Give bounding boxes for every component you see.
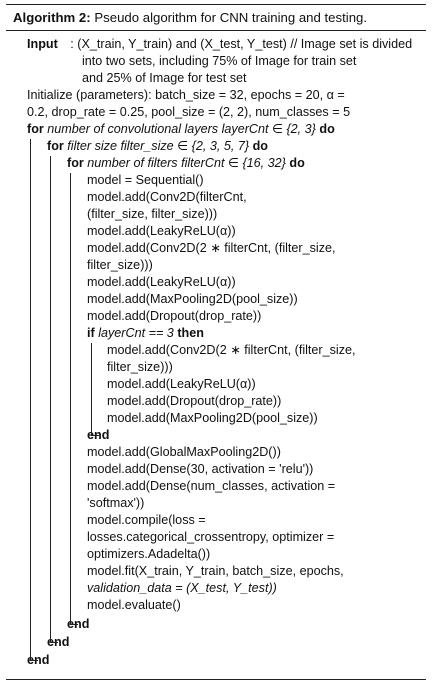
tail-line: losses.categorical_crossentropy, optimiz…: [87, 530, 335, 544]
if-block-foot: [91, 435, 99, 436]
input-line-3: and 25% of Image for test set: [82, 71, 247, 85]
if-keyword: if: [87, 326, 95, 340]
caption-title: Pseudo algorithm for CNN training and te…: [94, 10, 368, 25]
if-statement: if layerCnt == 3 then: [87, 325, 204, 341]
body-line: (filter_size, filter_size))): [87, 207, 218, 221]
if-body-line: model.add(Conv2D(2 ∗ filterCnt, (filter_…: [107, 343, 356, 357]
if-body-line: filter_size))): [107, 360, 173, 374]
body-line: model = Sequential(): [87, 173, 204, 187]
tail-line: model.add(Dense(30, activation = 'relu')…: [87, 462, 314, 476]
loop1-block-rule: [30, 139, 31, 660]
if-body-line: model.add(MaxPooling2D(pool_size)): [107, 411, 318, 425]
body-line: model.add(Dropout(drop_rate)): [87, 309, 262, 323]
body-line: model.add(MaxPooling2D(pool_size)): [87, 292, 298, 306]
body-line: filter_size))): [87, 258, 153, 272]
for-keyword: for: [47, 139, 64, 153]
do-keyword: do: [252, 139, 268, 153]
for-loop-filter-size: for filter size filter_size ∈ {2, 3, 5, …: [47, 138, 268, 154]
loop-filter-size-condition: filter size filter_size ∈ {2, 3, 5, 7}: [67, 139, 250, 153]
if-condition: layerCnt == 3: [98, 326, 174, 340]
tail-line: validation_data = (X_test, Y_test)): [87, 581, 277, 595]
do-keyword: do: [319, 122, 335, 136]
loop-filters-condition: number of filters filterCnt ∈ {16, 32}: [87, 156, 286, 170]
tail-line: optimizers.Adadelta()): [87, 547, 211, 561]
tail-line: model.fit(X_train, Y_train, batch_size, …: [87, 564, 344, 578]
loop3-block-foot: [70, 624, 78, 625]
tail-line: model.compile(loss =: [87, 513, 206, 527]
body-line: model.add(LeakyReLU(α)): [87, 275, 236, 289]
input-text-1: : (X_train, Y_train) and (X_test, Y_test…: [70, 37, 413, 51]
loop-layers-condition: number of convolutional layers layerCnt …: [47, 122, 316, 136]
caption-label: Algorithm 2:: [13, 10, 91, 25]
for-keyword: for: [67, 156, 84, 170]
if-body-line: model.add(Dropout(drop_rate)): [107, 394, 282, 408]
body-line: model.add(Conv2D(2 ∗ filterCnt, (filter_…: [87, 241, 336, 255]
tail-line: model.evaluate(): [87, 598, 181, 612]
body-line: model.add(LeakyReLU(α)): [87, 224, 236, 238]
tail-line: model.add(GlobalMaxPooling2D()): [87, 445, 281, 459]
init-line-2: 0.2, drop_rate = 0.25, pool_size = (2, 2…: [27, 105, 351, 119]
tail-line: 'softmax')): [87, 496, 145, 510]
if-body-line: model.add(LeakyReLU(α)): [107, 377, 256, 391]
init-line-1: Initialize (parameters): batch_size = 32…: [27, 88, 345, 102]
loop2-block-rule: [50, 156, 51, 642]
loop1-block-foot: [30, 660, 38, 661]
if-block-rule: [91, 343, 92, 435]
input-line-2: into two sets, including 75% of Image fo…: [82, 54, 357, 68]
for-keyword: for: [27, 122, 44, 136]
loop1-end-keyword: end: [27, 653, 50, 667]
loop3-block-rule: [70, 173, 71, 624]
input-line-1: Input : (X_train, Y_train) and (X_test, …: [27, 36, 412, 52]
do-keyword: do: [289, 156, 305, 170]
for-loop-layers: for number of convolutional layers layer…: [27, 121, 335, 137]
then-keyword: then: [177, 326, 204, 340]
loop3-end-keyword: end: [67, 617, 90, 631]
tail-line: model.add(Dense(num_classes, activation …: [87, 479, 336, 493]
algorithm-caption: Algorithm 2: Pseudo algorithm for CNN tr…: [6, 5, 426, 31]
input-keyword: Input: [27, 37, 58, 51]
loop2-end-keyword: end: [47, 635, 70, 649]
body-line: model.add(Conv2D(filterCnt,: [87, 190, 247, 204]
for-loop-filters: for number of filters filterCnt ∈ {16, 3…: [67, 155, 305, 171]
algorithm-box: Algorithm 2: Pseudo algorithm for CNN tr…: [6, 4, 426, 680]
loop2-block-foot: [50, 642, 58, 643]
